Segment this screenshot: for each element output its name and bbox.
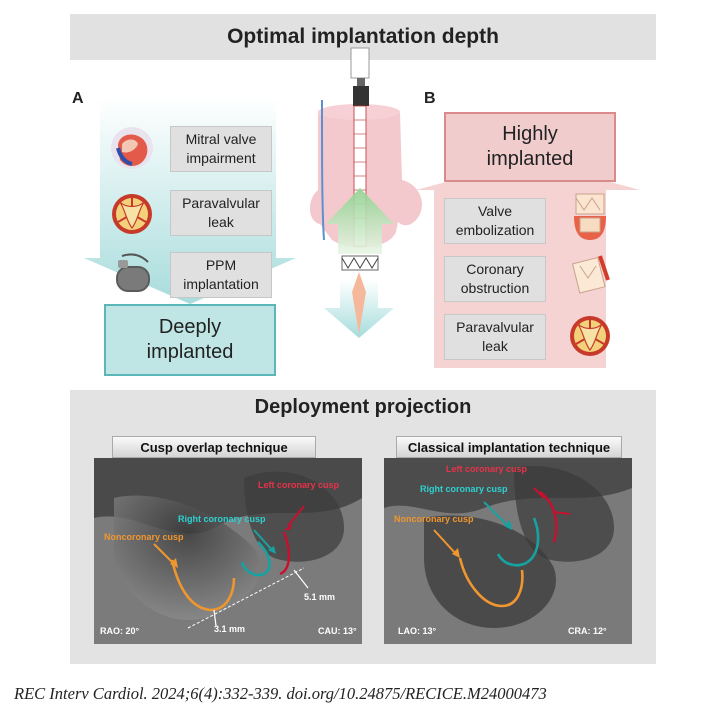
deeply-implanted-box: Deeply implanted [104, 304, 276, 376]
cusp-overlap-drawing [94, 458, 362, 644]
item-paravalvular-leak-a: Paravalvular leak [170, 190, 272, 236]
valve-icon [112, 194, 152, 234]
heart-icon [111, 127, 153, 169]
embolized-valve-icon [574, 193, 606, 240]
angle-lao: LAO: 13° [398, 626, 437, 636]
cusp-overlap-xray: Left coronary cusp Right coronary cusp N… [94, 458, 362, 644]
highly-implanted-box: Highly implanted [444, 112, 616, 182]
item-coronary-obstruction: Coronary obstruction [444, 256, 546, 302]
page-title: Optimal implantation depth [227, 25, 499, 48]
right-coronary-label-2: Right coronary cusp [420, 484, 508, 494]
valve-icon [570, 316, 610, 356]
item-valve-embolization-label: Valve embolization [455, 203, 535, 238]
non-cusp-line [170, 559, 236, 612]
deeply-implanted-label: Deeply implanted [146, 316, 234, 363]
classical-title: Classical implantation technique [396, 436, 622, 458]
measure-3-1: 3.1 mm [214, 624, 246, 634]
right-cusp-arrow [253, 529, 273, 551]
classical-xray: Left coronary cusp Right coronary cusp N… [384, 458, 632, 644]
non-cusp-line [458, 557, 524, 608]
item-paravalvular-leak-a-label: Paravalvular leak [182, 195, 260, 230]
coronary-obstruction-icon [571, 255, 610, 294]
panel-b-letter: B [424, 90, 436, 107]
right-cusp-line [240, 541, 271, 577]
item-mitral-valve: Mitral valve impairment [170, 126, 272, 172]
green-up-arrow [326, 188, 394, 254]
noncoronary-label-1: Noncoronary cusp [104, 532, 184, 542]
right-cusp-line [496, 517, 540, 567]
left-cusp-arrow [287, 505, 305, 527]
left-cusp-line [279, 531, 291, 576]
classical-drawing [384, 458, 632, 644]
right-coronary-label-1: Right coronary cusp [178, 514, 266, 524]
pacemaker-icon [116, 253, 150, 292]
non-cusp-arrow [153, 543, 175, 565]
citation: REC Interv Cardiol. 2024;6(4):332-339. d… [14, 684, 547, 703]
panel-a-letter: A [72, 90, 84, 107]
deployment-title: Deployment projection [254, 396, 472, 418]
item-valve-embolization: Valve embolization [444, 198, 546, 244]
item-coronary-obstruction-label: Coronary obstruction [460, 261, 530, 296]
noncoronary-label-2: Noncoronary cusp [394, 514, 474, 524]
cusp-overlap-title: Cusp overlap technique [112, 436, 316, 458]
item-ppm-implantation: PPM implantation [170, 252, 272, 298]
angle-cra: CRA: 12° [568, 626, 607, 636]
measure-5-1: 5.1 mm [304, 592, 336, 602]
left-coronary-label-2: Left coronary cusp [446, 464, 528, 474]
item-paravalvular-leak-b-label: Paravalvular leak [456, 319, 534, 354]
left-coronary-label-1: Left coronary cusp [258, 480, 340, 490]
item-paravalvular-leak-b: Paravalvular leak [444, 314, 546, 360]
angle-cau: CAU: 13° [318, 626, 357, 636]
highly-implanted-label: Highly implanted [486, 123, 574, 170]
aorta-illustration [309, 47, 422, 338]
left-cusp-line [539, 491, 558, 543]
angle-rao: RAO: 20° [100, 626, 140, 636]
item-mitral-valve-label: Mitral valve impairment [185, 131, 257, 166]
item-ppm-implantation-label: PPM implantation [183, 257, 259, 292]
